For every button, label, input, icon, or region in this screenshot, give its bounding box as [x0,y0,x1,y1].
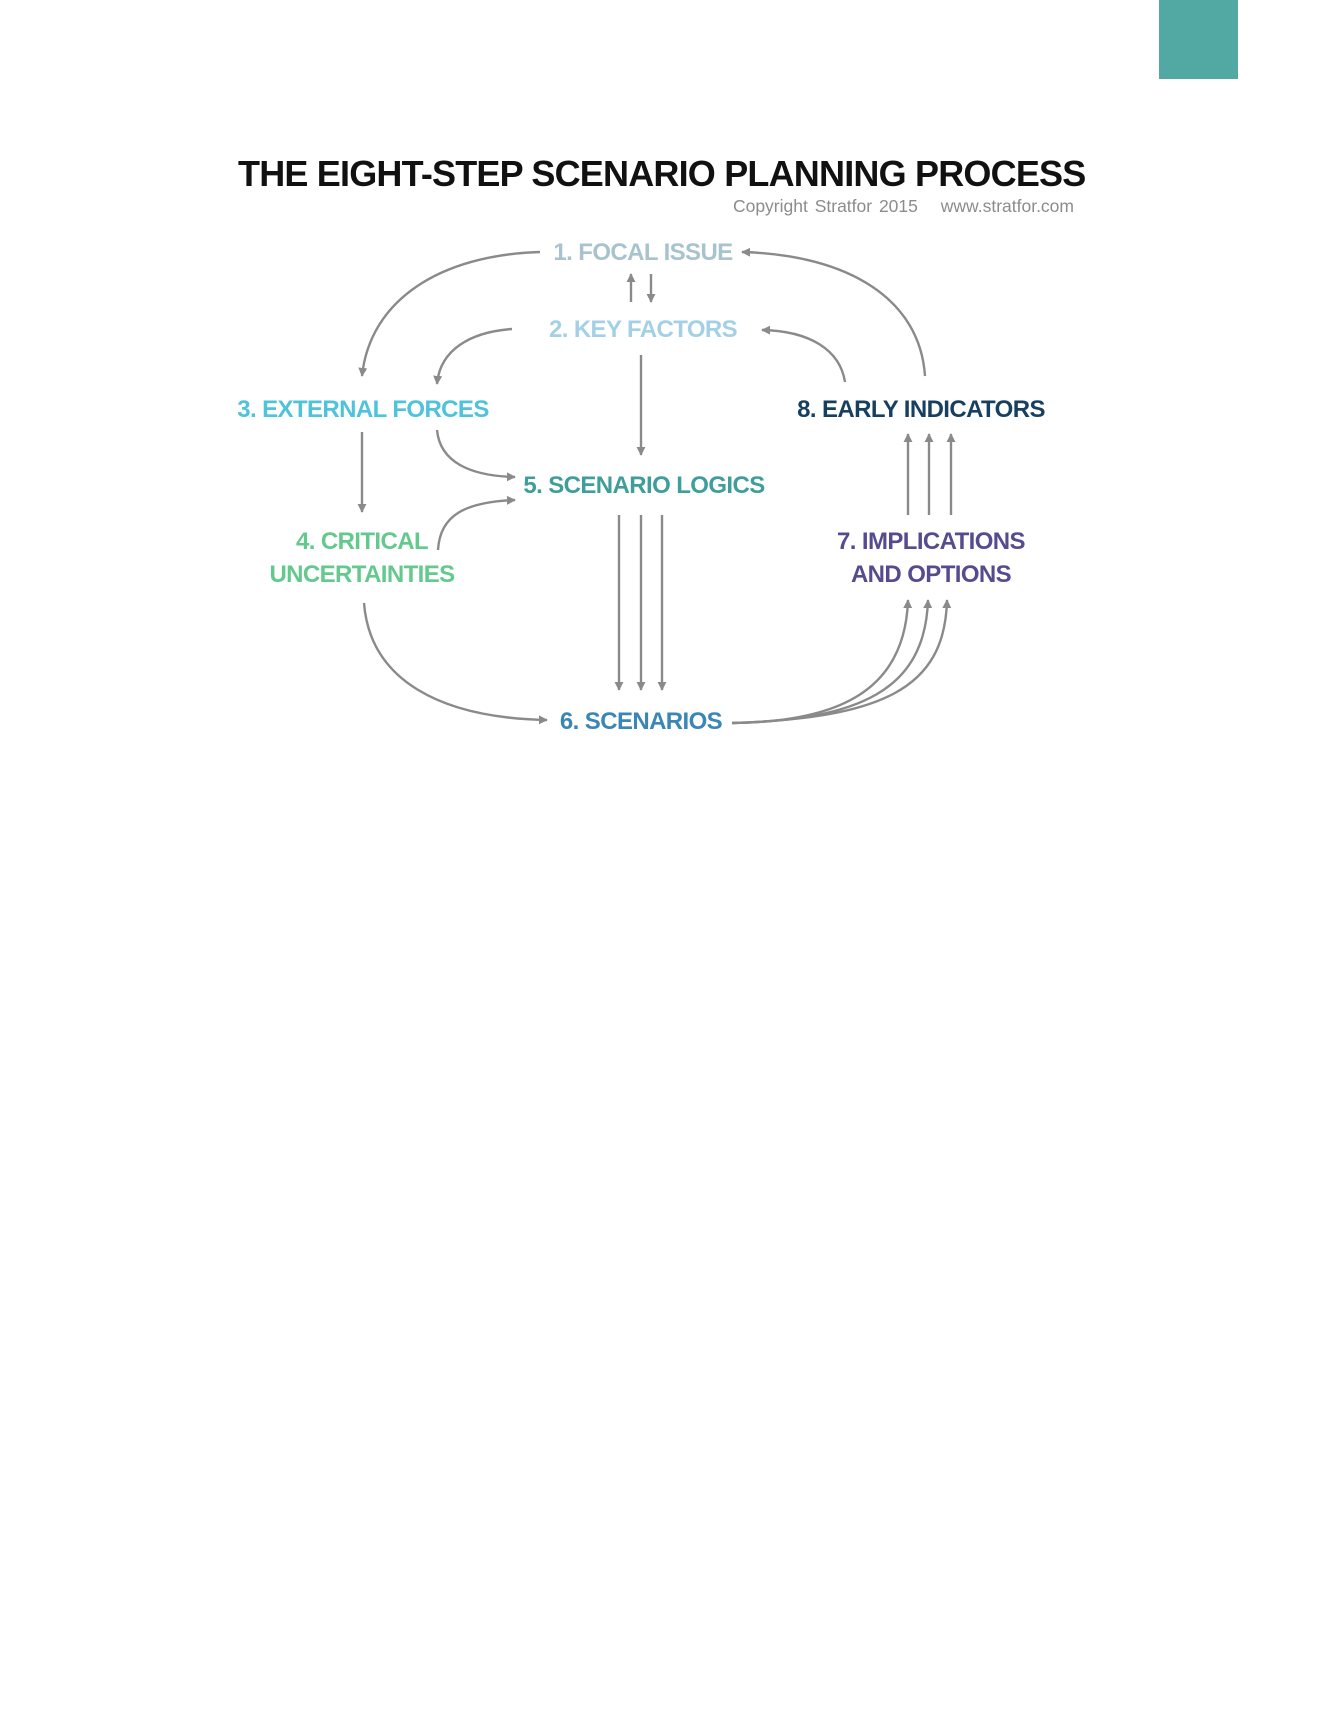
arrow-scenarios-to-implications-2 [731,599,933,725]
arrow-critical-uncertainties-to-scenarios [362,602,548,725]
website-link[interactable]: www.stratfor.com [940,196,1074,216]
step-scenario-logics: 5. SCENARIO LOGICS [523,472,765,499]
arrow-early-indicators-to-key-factors [761,325,847,383]
arrow-early-indicators-to-focal-issue [741,247,927,377]
corner-accent-tab [1159,0,1238,79]
step-implications-line1: 7. IMPLICATIONS [837,528,1026,555]
step-implications-and-options: 7. IMPLICATIONS AND OPTIONS [837,525,1026,591]
arrow-scenarios-to-implications-1 [731,599,913,725]
step-critical-uncertainties-line2: UNCERTAINTIES [269,561,455,588]
step-critical-uncertainties-line1: 4. CRITICAL [295,528,429,555]
copyright-line: Copyright Stratfor 2015 www.stratfor.com [733,196,1074,217]
step-scenarios: 6. SCENARIOS [559,708,723,735]
step-early-indicators: 8. EARLY INDICATORS [797,396,1045,423]
arrow-focal-issue-to-external-forces [358,250,541,377]
step-external-forces: 3. EXTERNAL FORCES [237,396,489,423]
page-title: THE EIGHT-STEP SCENARIO PLANNING PROCESS [238,153,1086,194]
copyright-text: Copyright Stratfor 2015 [732,196,918,216]
step-focal-issue: 1. FOCAL ISSUE [553,239,733,266]
arrow-key-factors-to-external-forces [433,327,513,385]
step-key-factors: 2. KEY FACTORS [548,316,738,343]
arrow-critical-uncertainties-to-scenario-logics [436,495,516,551]
step-implications-line2: AND OPTIONS [850,561,1012,588]
arrow-scenarios-to-implications-3 [731,599,952,725]
arrow-external-forces-to-scenario-logics [435,429,516,482]
step-critical-uncertainties: 4. CRITICAL UNCERTAINTIES [269,525,455,591]
